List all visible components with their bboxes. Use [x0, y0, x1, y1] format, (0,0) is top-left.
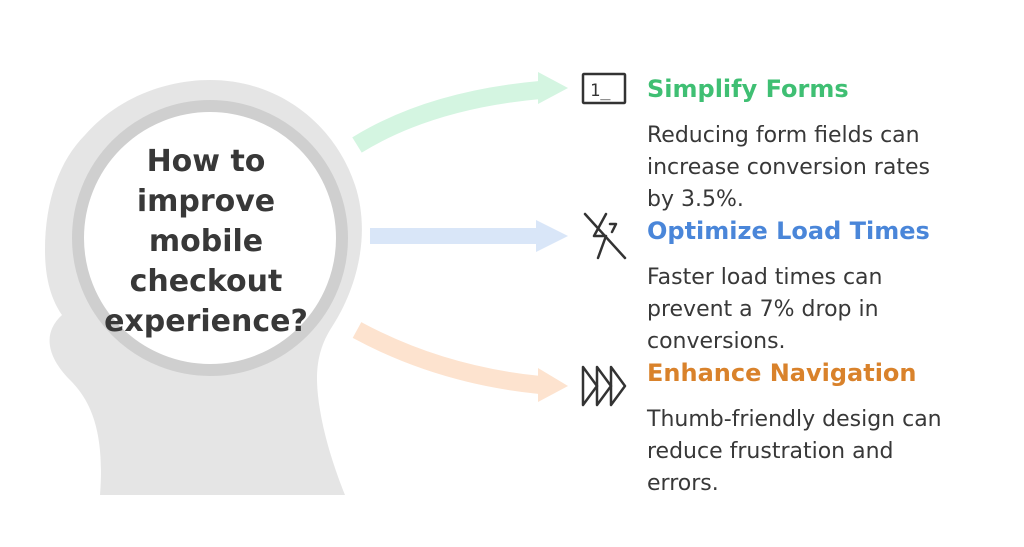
terminal-icon-glyph: 1_ — [590, 81, 611, 101]
title-simplify-forms: Simplify Forms — [647, 75, 849, 103]
title-enhance-navigation: Enhance Navigation — [647, 359, 917, 387]
desc-enhance-navigation: Thumb-friendly design can reduce frustra… — [647, 407, 942, 496]
arrow-enhance-navigation — [352, 322, 568, 402]
desc-simplify-forms: Reducing form fields can increase conver… — [647, 123, 930, 212]
arrow-simplify-forms — [352, 72, 568, 153]
title-optimize-load-times: Optimize Load Times — [647, 217, 930, 245]
central-question: How to improve mobile checkout experienc… — [104, 144, 308, 339]
fast-forward-icon — [581, 365, 627, 407]
terminal-form-icon: 1_ — [581, 72, 627, 105]
no-lightning-icon — [583, 212, 627, 260]
arrow-optimize-load-times — [370, 220, 568, 252]
desc-optimize-load-times: Faster load times can prevent a 7% drop … — [647, 265, 883, 354]
thought-circle — [72, 100, 348, 376]
